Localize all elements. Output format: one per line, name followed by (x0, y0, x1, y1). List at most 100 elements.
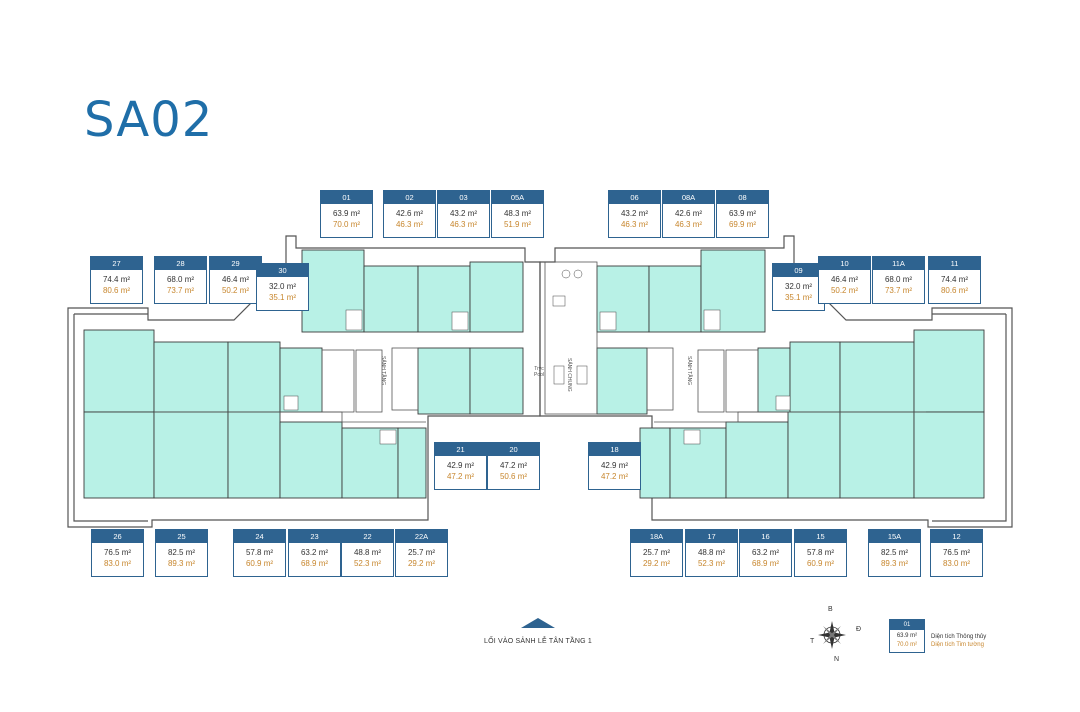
unit-number: 18 (589, 443, 640, 456)
legend-gross-area: 70.0 m² (896, 642, 918, 648)
unit-08A (648, 265, 702, 333)
unit-number: 05A (492, 191, 543, 204)
unit-gross-area: 52.3 m² (353, 559, 382, 568)
unit-gross-area: 52.3 m² (697, 559, 726, 568)
unit-number: 20 (488, 443, 539, 456)
outline-inner-left (73, 313, 148, 522)
unit-gross-area: 47.2 m² (446, 472, 475, 481)
unit-net-area: 42.6 m² (674, 209, 703, 218)
outline-inner-right (932, 313, 1007, 522)
unit-number: 06 (609, 191, 660, 204)
compass-rose-icon (818, 621, 846, 649)
corridors (154, 261, 926, 423)
core-left-stair (321, 349, 355, 413)
unit-21 (417, 347, 471, 415)
page-title: SA02 (84, 92, 214, 148)
unit-10 (789, 341, 841, 413)
unit-net-area: 48.3 m² (503, 209, 532, 218)
compass-east: Đ (856, 626, 862, 633)
wc (451, 311, 469, 331)
unit-box-06: 06 43.2 m² 46.3 m² (608, 190, 661, 238)
unit-net-area: 46.4 m² (830, 275, 859, 284)
unit-number: 08A (663, 191, 714, 204)
unit-number: 03 (438, 191, 489, 204)
unit-net-area: 76.5 m² (103, 548, 132, 557)
unit-number: 17 (686, 530, 737, 543)
core-right-lift-b (646, 347, 674, 411)
unit-gross-area: 80.6 m² (940, 286, 969, 295)
core-right-stair (725, 349, 759, 413)
unit-net-area: 42.6 m² (395, 209, 424, 218)
unit-15 (787, 411, 841, 499)
unit-18 (596, 347, 648, 415)
compass-west: T (810, 638, 815, 645)
unit-net-area: 76.5 m² (942, 548, 971, 557)
unit-22A (397, 427, 427, 499)
wc (576, 365, 588, 385)
unit-net-area: 43.2 m² (620, 209, 649, 218)
unit-28 (153, 341, 229, 413)
unit-box-22: 22 48.8 m² 52.3 m² (341, 529, 394, 577)
unit-gross-area: 89.3 m² (167, 559, 196, 568)
unit-net-area: 82.5 m² (880, 548, 909, 557)
unit-number: 08 (717, 191, 768, 204)
unit-net-area: 25.7 m² (642, 548, 671, 557)
unit-gross-area: 89.3 m² (880, 559, 909, 568)
unit-gross-area: 46.3 m² (620, 220, 649, 229)
unit-net-area: 43.2 m² (449, 209, 478, 218)
pool-label: Tryc Pool (533, 366, 544, 378)
wc (573, 269, 583, 279)
unit-gross-area: 73.7 m² (166, 286, 195, 295)
legend-net-area: 63.9 m² (896, 633, 918, 639)
corridor-left (154, 411, 426, 423)
unit-net-area: 48.8 m² (353, 548, 382, 557)
wc (553, 365, 565, 385)
unit-gross-area: 73.7 m² (884, 286, 913, 295)
legend-box: 01 63.9 m² 70.0 m² (889, 619, 925, 653)
unit-net-area: 48.8 m² (697, 548, 726, 557)
wc (379, 429, 397, 445)
unit-18A (639, 427, 671, 499)
unit-net-area: 63.2 m² (300, 548, 329, 557)
unit-net-area: 57.8 m² (806, 548, 835, 557)
unit-net-area: 68.0 m² (884, 275, 913, 284)
wc (345, 309, 363, 331)
unit-23 (279, 421, 343, 499)
corridor-right (654, 411, 926, 423)
entrance-label: LỐI VÀO SẢNH LỄ TÂN TẦNG 1 (483, 638, 593, 645)
unit-gross-area: 29.2 m² (407, 559, 436, 568)
unit-gross-area: 50.6 m² (499, 472, 528, 481)
wc (561, 269, 571, 279)
unit-net-area: 63.9 m² (332, 209, 361, 218)
compass-south: N (834, 656, 840, 663)
unit-gross-area: 35.1 m² (784, 293, 813, 302)
unit-number: 01 (321, 191, 372, 204)
unit-net-area: 74.4 m² (102, 275, 131, 284)
unit-box-17: 17 48.8 m² 52.3 m² (685, 529, 738, 577)
unit-net-area: 25.7 m² (407, 548, 436, 557)
unit-net-area: 63.2 m² (751, 548, 780, 557)
unit-number: 22 (342, 530, 393, 543)
legend-gross-label: Diện tích Tim tường (931, 642, 984, 648)
unit-net-area: 57.8 m² (245, 548, 274, 557)
wc (599, 311, 617, 331)
unit-27 (83, 329, 155, 413)
building-outline (67, 235, 1013, 528)
unit-number: 09 (773, 264, 824, 277)
lobby-center-label: SẢNH CHUNG (566, 358, 572, 392)
